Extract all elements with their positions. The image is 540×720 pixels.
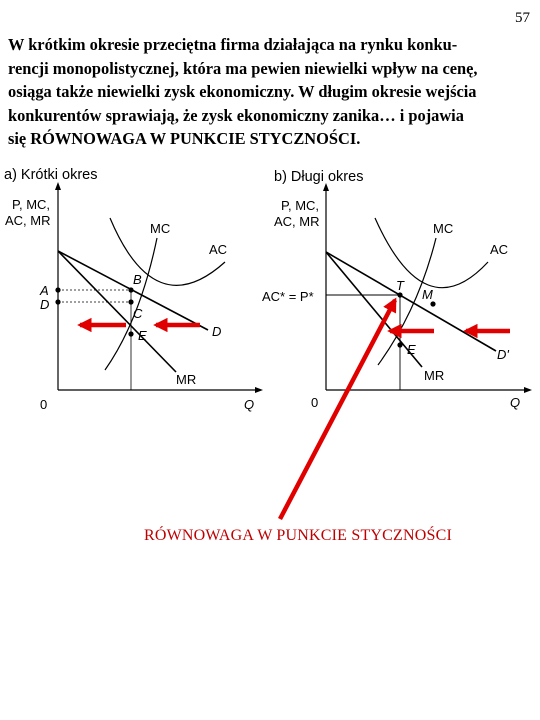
panel-a-y-label-line2: AC, MR (5, 213, 51, 228)
panel-b: b) Długi okres P, MC, AC, MR 0 Q AC* = P… (262, 169, 532, 410)
panel-b-price-label: AC* = P* (262, 289, 314, 304)
panel-b-label-mc: MC (433, 221, 453, 236)
panel-b-point-t (397, 292, 403, 298)
panel-a-mc-curve (104, 237, 158, 371)
tangency-caption-text: RÓWNOWAGA W PUNKCIE STYCZNOŚCI (143, 527, 453, 544)
panel-a-axis-dot-a (55, 287, 61, 293)
panel-a-point-b (128, 287, 134, 293)
panel-b-mr-curve (325, 251, 423, 368)
panel-a-y-label-line1: P, MC, (12, 197, 50, 212)
panel-b-point-m (430, 301, 436, 307)
panel-a-label-demand: D (212, 324, 221, 339)
panel-b-point-e (397, 342, 403, 348)
tangency-caption: RÓWNOWAGA W PUNKCIE STYCZNOŚCI (0, 527, 540, 545)
page-number: 57 (515, 10, 530, 26)
panel-b-origin: 0 (311, 395, 318, 410)
panel-b-label-m: M (422, 287, 433, 302)
panel-a-y-axis-arrow (55, 182, 61, 190)
panel-b-mc-curve (377, 237, 437, 366)
panel-a-x-label: Q (244, 397, 254, 412)
panel-b-y-label-line1: P, MC, (281, 198, 319, 213)
panel-b-label-e: E (407, 342, 416, 357)
panel-b-y-axis-arrow (323, 183, 329, 191)
panel-a-x-axis-arrow (255, 387, 263, 393)
panel-b-title: b) Długi okres (274, 169, 363, 185)
panel-b-demand-curve (325, 251, 497, 352)
intro-line: się RÓWNOWAGA W PUNKCIE STYCZNOŚCI. (8, 129, 361, 148)
intro-paragraph: W krótkim okresie przeciętna firma dział… (8, 33, 532, 151)
panel-a-label-e: E (138, 328, 147, 343)
panel-b-label-demand: D' (497, 347, 509, 362)
intro-line: rencji monopolistycznej, która ma pewien… (8, 58, 478, 78)
panel-b-label-ac: AC (490, 242, 508, 257)
panel-a-point-e (128, 331, 134, 337)
panel-a-origin: 0 (40, 397, 47, 412)
panel-a-label-b: B (133, 272, 142, 287)
panel-b-ac-curve (374, 217, 489, 289)
panel-a-point-c (128, 299, 134, 305)
panel-a-mr-curve (57, 250, 177, 373)
panel-a-label-a: A (39, 283, 49, 298)
panel-b-x-label: Q (510, 395, 520, 410)
panel-b-label-t: T (396, 278, 405, 293)
panel-b-x-axis-arrow (524, 387, 532, 393)
panel-a-label-mr: MR (176, 372, 196, 387)
intro-line: konkurentów sprawiają, że zysk ekonomicz… (8, 105, 464, 125)
panel-b-y-label-line2: AC, MR (274, 214, 320, 229)
panel-a-label-mc: MC (150, 221, 170, 236)
panel-a-label-c: C (133, 306, 143, 321)
tangency-pointer-arrow (278, 297, 397, 521)
intro-line: osiąga także niewielki zysk ekonomiczny.… (8, 82, 477, 101)
panel-a-label-d: D (40, 297, 49, 312)
panel-a-axis-dot-d (55, 299, 61, 305)
panel-a-ac-curve (109, 217, 226, 286)
panel-a-label-ac: AC (209, 242, 227, 257)
panel-a: a) Krótki okres P, MC, AC, MR 0 Q A D B … (4, 167, 263, 412)
intro-line: W krótkim okresie przeciętna firma dział… (8, 35, 458, 54)
panel-a-title: a) Krótki okres (4, 167, 97, 183)
panel-b-label-mr: MR (424, 368, 444, 383)
